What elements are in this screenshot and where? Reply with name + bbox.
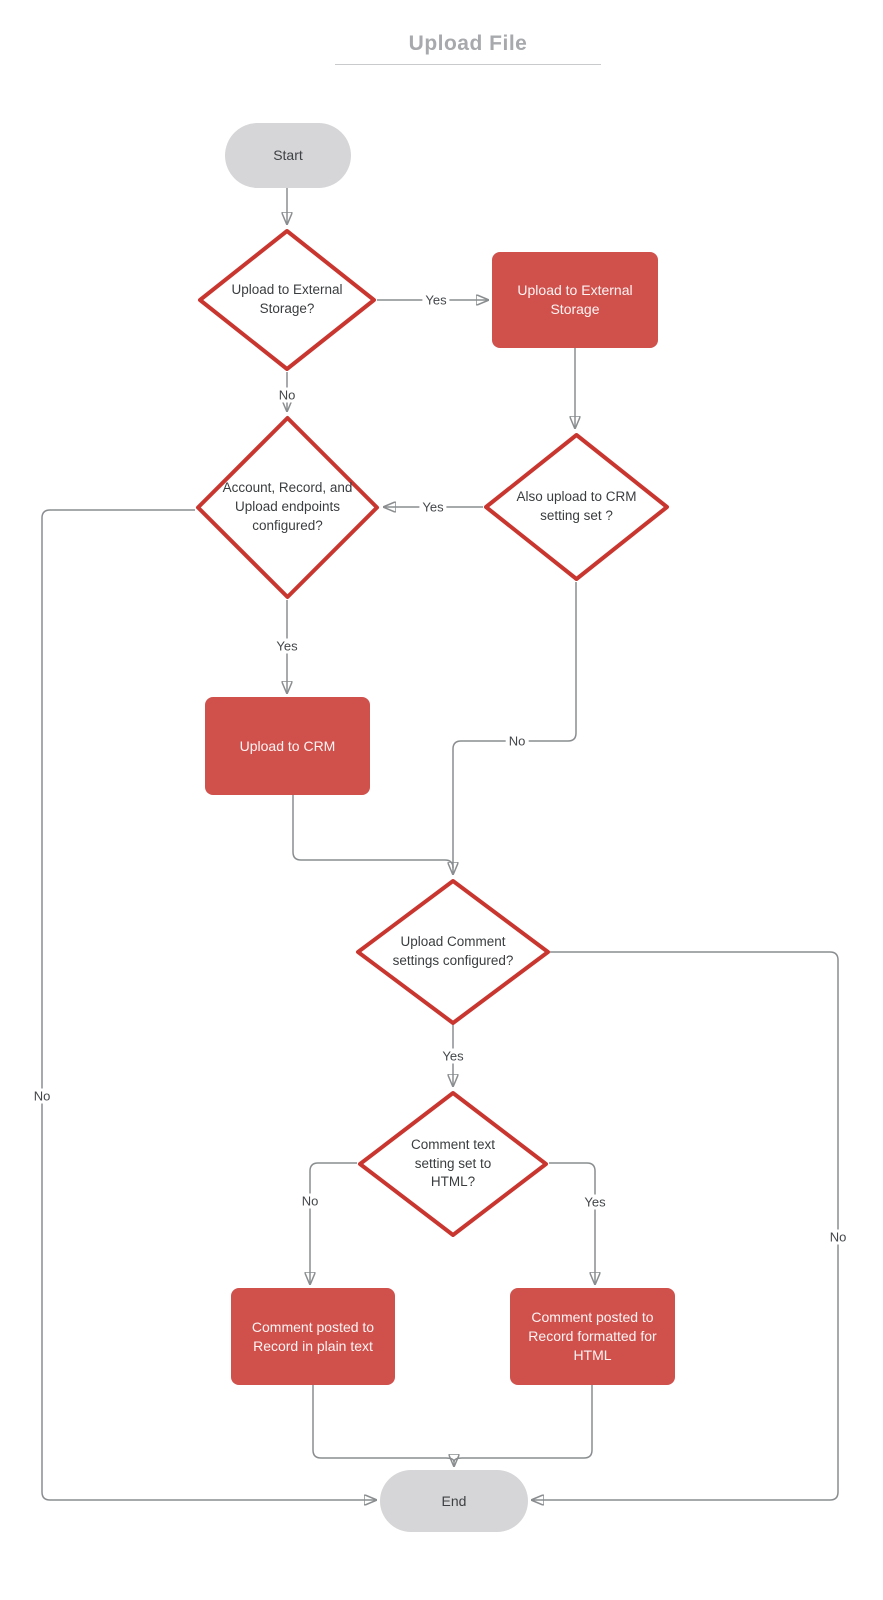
- process-comment-plain-text-label: Comment posted to Record in plain text: [251, 1318, 375, 1354]
- process-comment-html: Comment posted to Record formatted for H…: [510, 1288, 675, 1385]
- edge-no-comment-settings-to-end: [532, 951, 839, 1500]
- edge-label-no-comment-html: No: [298, 1193, 322, 1209]
- edge-label-yes-endpoints: Yes: [273, 638, 301, 654]
- edge-process-html-merge: [453, 1385, 593, 1463]
- process-upload-crm-label: Upload to CRM: [239, 737, 336, 754]
- edge-label-no-also-crm: No: [505, 733, 529, 749]
- edge-label-yes-comment-html: Yes: [581, 1194, 609, 1210]
- process-upload-external-storage-label: Upload to External Storage: [517, 282, 633, 317]
- edge-label-no-comment-settings: No: [826, 1229, 850, 1245]
- process-comment-html-label: Comment posted to Record formatted for H…: [528, 1309, 657, 1363]
- edge-no-to-process-plain: [310, 1162, 357, 1284]
- end-node: End: [380, 1470, 528, 1532]
- decision-upload-external-storage: Upload to External Storage?: [197, 228, 377, 372]
- edge-label-no-external: No: [275, 387, 299, 403]
- edge-no-also-crm-to-decision-comment: [453, 582, 577, 874]
- process-comment-plain-text: Comment posted to Record in plain text: [231, 1288, 395, 1385]
- decision-also-upload-crm-label: Also upload to CRM setting set ?: [516, 489, 637, 523]
- edge-label-no-endpoints: No: [30, 1088, 54, 1104]
- edge-process-plain-to-end: [312, 1385, 454, 1466]
- edge-no-endpoints-to-end: [41, 509, 376, 1500]
- diagram-title: Upload File: [408, 32, 528, 55]
- start-node: Start: [225, 123, 351, 188]
- edge-label-yes-external: Yes: [422, 292, 450, 308]
- diamond-shape: [198, 229, 376, 371]
- process-upload-external-storage: Upload to External Storage: [492, 252, 658, 348]
- edge-yes-to-process-html: [549, 1162, 595, 1284]
- diamond-shape: [356, 879, 550, 1025]
- process-upload-crm: Upload to CRM: [205, 697, 370, 795]
- end-label: End: [441, 1492, 467, 1509]
- start-label: Start: [273, 147, 303, 164]
- title-underline: [335, 64, 601, 65]
- decision-comment-text-html: Comment text setting set to HTML?: [357, 1090, 549, 1238]
- decision-upload-comment-settings: Upload Comment settings configured?: [355, 878, 551, 1026]
- edge-process-crm-merge: [292, 795, 454, 869]
- edge-label-yes-comment-settings: Yes: [439, 1048, 467, 1064]
- diamond-shape: [484, 433, 669, 581]
- decision-comment-text-html-label: Comment text setting set to HTML?: [410, 1136, 496, 1190]
- edge-label-yes-also-crm: Yes: [419, 499, 447, 515]
- diamond-shape: [196, 416, 379, 599]
- decision-upload-external-storage-label: Upload to External Storage?: [231, 282, 343, 316]
- diamond-shape: [358, 1091, 548, 1237]
- decision-upload-comment-settings-label: Upload Comment settings configured?: [392, 934, 514, 968]
- decision-endpoints-configured-label: Account, Record, and Upload endpoints co…: [222, 480, 353, 533]
- decision-endpoints-configured: Account, Record, and Upload endpoints co…: [195, 415, 380, 600]
- decision-also-upload-crm: Also upload to CRM setting set ?: [483, 432, 670, 582]
